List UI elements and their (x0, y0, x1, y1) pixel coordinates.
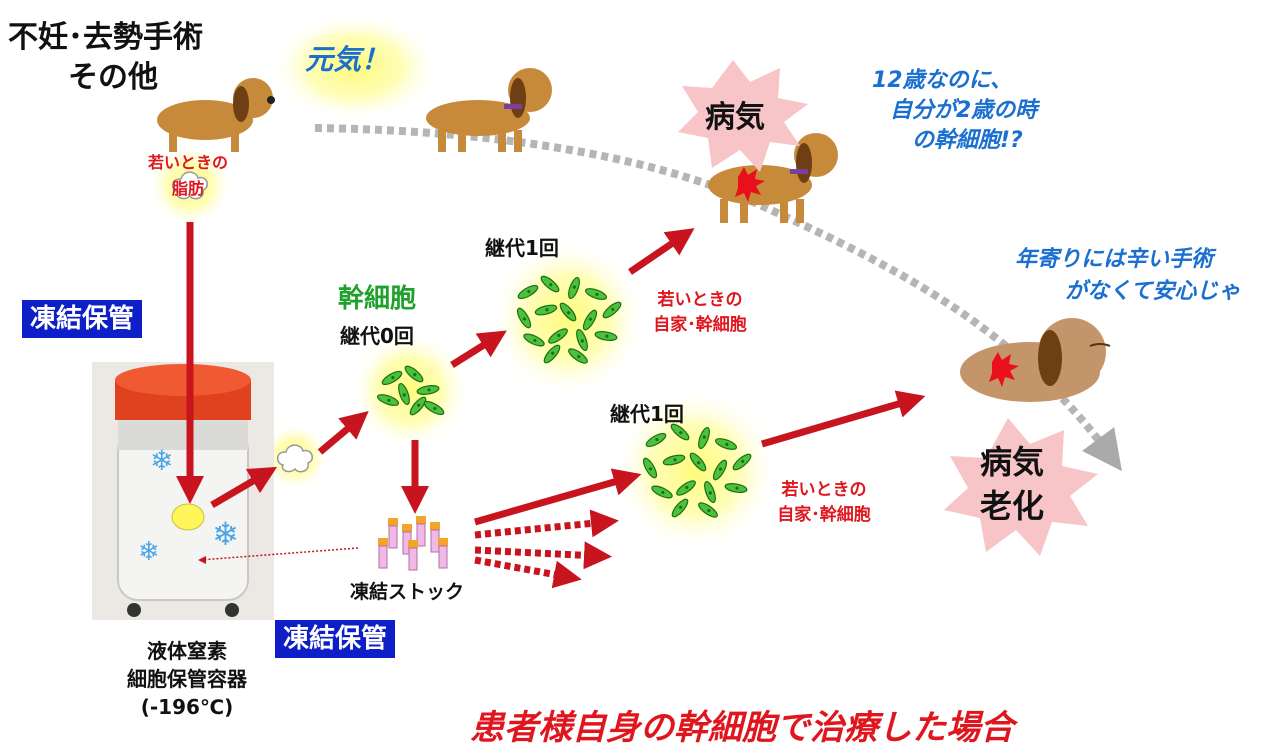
dotted-arrow-2 (474, 541, 612, 570)
frozen-stock-vials (378, 516, 448, 571)
nitrogen-container-photo: ❄ ❄ ❄ (92, 362, 274, 620)
stem-glow-1-bottom (614, 388, 778, 552)
passage0-label: 継代0回 (340, 324, 414, 348)
arrow-stock-to-passage1 (474, 468, 642, 526)
young-stem-top-label: 若いときの 自家･幹細胞 (620, 288, 780, 338)
container-caption-line3: (-196℃) (140, 695, 234, 719)
disease-bottom-line1: 病気 (979, 443, 1044, 481)
container-caption: 液体窒素 細胞保管容器 (-196℃) (82, 637, 292, 721)
young-fat-line1: 若いときの (147, 153, 228, 172)
quote-old-line1: 年寄りには辛い手術 (1015, 247, 1214, 272)
quote-12-years: 12歳なのに、 自分が2歳の時 の幹細胞!? (872, 66, 1037, 156)
diagram-graphics: ❄ ❄ ❄ (92, 12, 1122, 620)
young-stem-bottom-line1: 若いときの (781, 480, 867, 500)
dotted-arrow-1 (474, 509, 619, 539)
quote-12-line2: 自分が2歳の時 (890, 98, 1038, 123)
stem-glow-0 (350, 330, 470, 450)
quote-old-dog: 年寄りには辛い手術 がなくて安心じゃ (1015, 244, 1240, 308)
young-stem-bottom-label: 若いときの 自家･幹細胞 (744, 478, 904, 528)
others-label: その他 (68, 60, 158, 95)
stem-cell-label: 幹細胞 (338, 284, 417, 314)
freeze-storage-badge-2: 凍結保管 (275, 620, 396, 658)
disease-top-label: 病気 (705, 100, 765, 135)
dotted-arrow-3 (474, 556, 582, 589)
young-stem-bottom-line2: 自家･幹細胞 (777, 505, 871, 525)
starburst-disease-top (678, 60, 808, 172)
quote-12-line3: の幹細胞!? (912, 128, 1023, 153)
quote-old-line2: がなくて安心じゃ (1065, 279, 1241, 304)
passage1-top-label: 継代1回 (485, 236, 559, 260)
svg-text:❄: ❄ (212, 515, 239, 553)
disease-bottom-line2: 老化 (979, 487, 1044, 525)
frozen-stock-label: 凍結ストック (350, 581, 465, 603)
fat-cloud-mid (277, 444, 314, 473)
arrow-passage1-to-old-dog (761, 390, 926, 448)
container-caption-line2: 細胞保管容器 (127, 667, 247, 691)
young-stem-top-line1: 若いときの (657, 290, 743, 310)
young-fat-label: 若いときの 脂肪 (118, 150, 258, 202)
footer-caption: 患者様自身の幹細胞で治療した場合 (470, 708, 1014, 748)
arrow-fat-to-stem0 (317, 410, 369, 455)
passage1-bottom-label: 継代1回 (610, 402, 684, 426)
quote-12-line1: 12歳なのに、 (872, 68, 1012, 93)
genki-glow (270, 12, 440, 122)
starburst-disease-bottom (944, 418, 1098, 556)
arrow-container-to-fat (210, 466, 278, 509)
svg-text:❄: ❄ (150, 444, 173, 477)
thin-arrow-stock-to-container (199, 547, 359, 561)
freeze-storage-badge-1: 凍結保管 (22, 300, 143, 338)
sick-dog (708, 133, 838, 223)
arrow-passage1-to-dog (628, 228, 695, 275)
fat-cloud-top (172, 171, 209, 200)
young-dog-walking (426, 68, 552, 152)
genki-label: 元気！ (305, 43, 390, 76)
young-fat-line2: 脂肪 (171, 179, 204, 198)
surgery-label: 不妊･去勢手術 (8, 20, 203, 55)
disease-aging-label: 病気 老化 (962, 440, 1062, 528)
svg-text:❄: ❄ (138, 537, 160, 567)
young-stem-top-line2: 自家･幹細胞 (653, 315, 747, 335)
container-caption-line1: 液体窒素 (147, 639, 227, 663)
old-dog-lying (960, 318, 1111, 402)
arrow-stem0-to-passage1 (450, 330, 507, 368)
young-dog-sitting (157, 78, 275, 152)
